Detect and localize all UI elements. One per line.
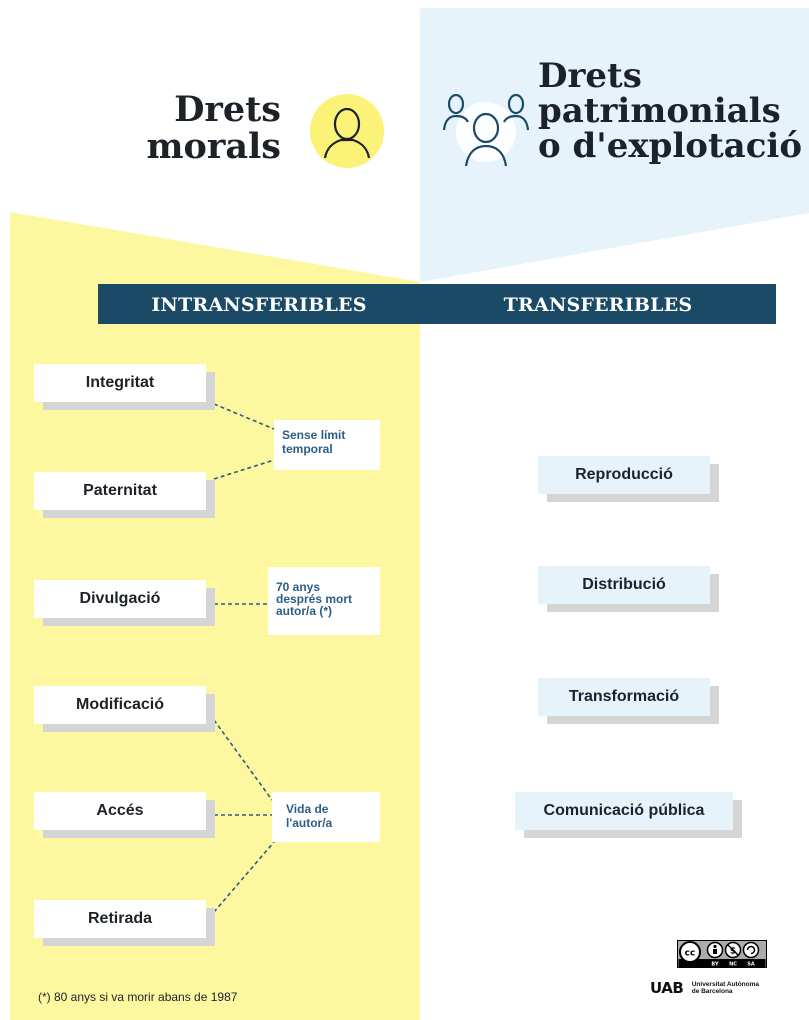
moral-right-integritat: Integritat <box>34 364 206 402</box>
patrimonial-title-line3: o d'explotació <box>538 126 802 166</box>
footnote: (*) 80 anys si va morir abans de 1987 <box>38 990 238 1004</box>
patrimonial-right-transformacio: Transformació <box>538 678 710 716</box>
connector-retirada <box>213 841 275 913</box>
uab-name: Universitat Autònoma de Barcelona <box>692 981 759 995</box>
moral-right-modificacio: Modificació <box>34 686 206 724</box>
sa-label: SA <box>747 962 755 968</box>
moral-title-line1: Drets <box>174 89 281 130</box>
connector-modificacio <box>213 719 273 801</box>
connector-integritat <box>213 403 275 430</box>
after-death-line2: després mort <box>276 592 353 606</box>
category-band <box>98 284 776 324</box>
by-label: BY <box>711 962 719 968</box>
person-icon <box>310 94 384 168</box>
lifetime-line1: Vida de <box>286 802 329 816</box>
band-label-intransferibles: INTRANSFERIBLES <box>151 294 367 316</box>
patrimonial-title-line2: patrimonials <box>538 91 781 131</box>
moral-right-paternitat: Paternitat <box>34 472 206 510</box>
uab-mark: UAB <box>650 979 684 997</box>
svg-text:$: $ <box>730 947 736 957</box>
duration-note-unlimited: Sense límit temporal <box>274 420 380 470</box>
patrimonial-right-comunicacio-publica: Comunicació pública <box>515 792 733 830</box>
patrimonial-header-panel <box>420 8 809 282</box>
connector-lines <box>213 403 275 913</box>
duration-note-after-death: 70 anys després mort autor/a (*) <box>268 567 380 635</box>
group-people-icon <box>442 93 530 167</box>
band-label-transferibles: TRANSFERIBLES <box>503 294 693 316</box>
moral-rights-title: Drets morals <box>147 92 282 166</box>
uab-name-line1: Universitat Autònoma <box>691 981 760 988</box>
patrimonial-rights-title: Drets patrimonials o d'explotació <box>538 59 802 164</box>
unlimited-line2: temporal <box>282 442 333 456</box>
patrimonial-title-line1: Drets <box>538 56 642 96</box>
uab-name-line2: de Barcelona <box>691 988 733 995</box>
after-death-line3: autor/a (*) <box>276 604 333 618</box>
unlimited-line1: Sense límit <box>282 428 346 442</box>
cc-icon <box>679 941 701 963</box>
moral-title-line2: morals <box>146 126 282 167</box>
patrimonial-right-distribucio: Distribució <box>538 566 710 604</box>
connector-paternitat <box>213 459 275 480</box>
nc-label: NC <box>729 962 737 968</box>
duration-note-lifetime: Vida de l'autor/a <box>272 792 380 842</box>
lifetime-line2: l'autor/a <box>286 816 333 830</box>
uab-logo: UAB Universitat Autònoma de Barcelona <box>650 979 759 997</box>
moral-right-retirada: Retirada <box>34 900 206 938</box>
sharealike-icon <box>742 941 760 959</box>
cc-license-badge: cc $ BY NC SA <box>677 940 767 968</box>
patrimonial-right-reproduccio: Reproducció <box>538 456 710 494</box>
moral-right-divulgacio: Divulgació <box>34 580 206 618</box>
cc-label: cc <box>685 949 696 959</box>
after-death-line1: 70 anys <box>276 580 321 594</box>
moral-right-acces: Accés <box>34 792 206 830</box>
